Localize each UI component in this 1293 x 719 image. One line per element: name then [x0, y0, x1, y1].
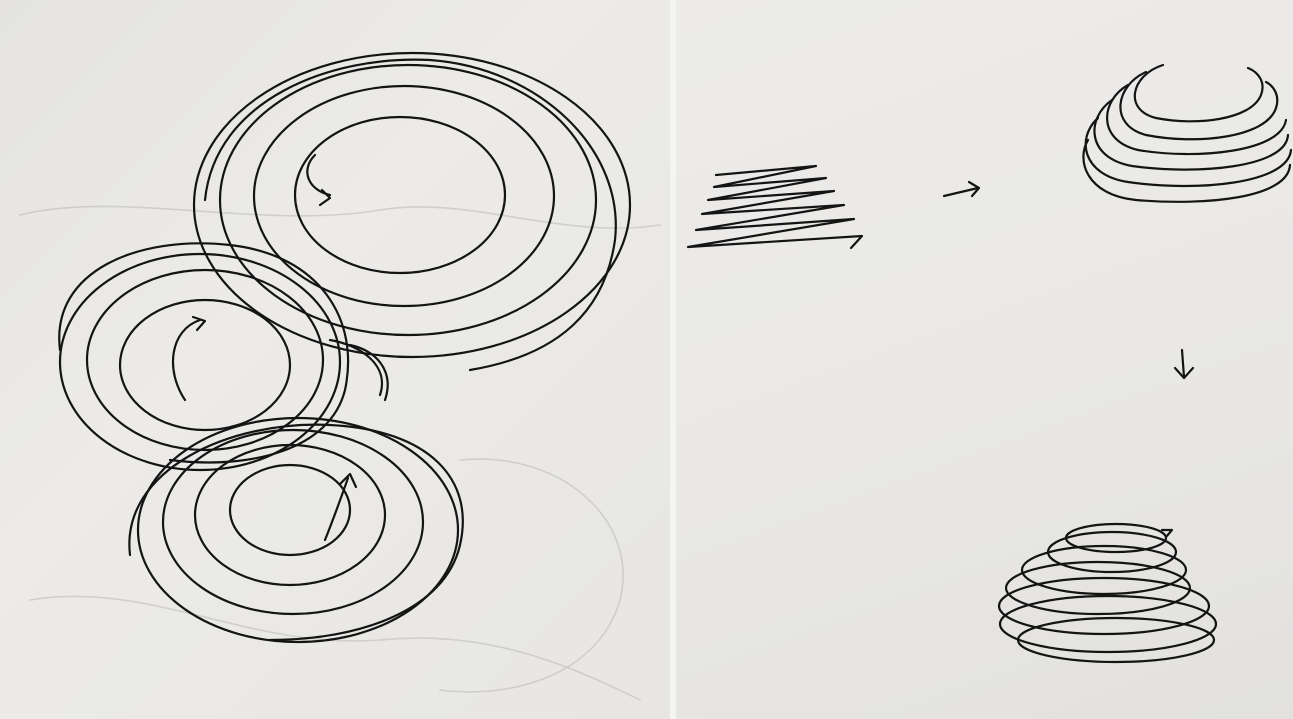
spiral-icon — [194, 53, 630, 370]
spirals-drawing — [0, 0, 670, 719]
zigzag-stack-icon — [688, 166, 862, 248]
coiled-stack-icon — [1083, 65, 1291, 202]
arrow-right-icon — [944, 182, 979, 196]
oval-stack-icon — [999, 524, 1216, 662]
stacks-drawing — [676, 0, 1293, 719]
arrow-down-icon — [1175, 350, 1193, 378]
spiral-icon — [129, 418, 462, 642]
left-sketch-photo — [0, 0, 670, 719]
bleed-through-marks — [20, 206, 660, 700]
right-sketch-photo — [676, 0, 1293, 719]
